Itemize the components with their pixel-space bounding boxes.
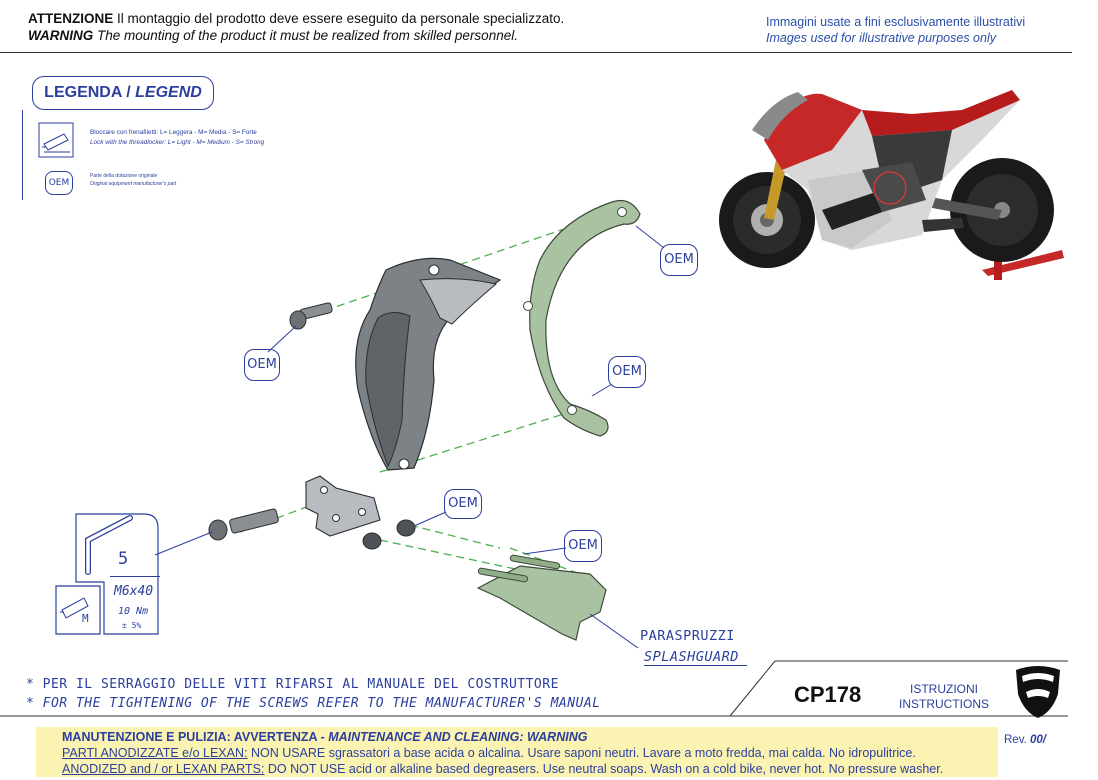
instructions-label: ISTRUZIONI INSTRUCTIONS [896, 682, 992, 712]
threadlock-text: Bloccare con frenafiletti: L= Leggera - … [90, 128, 264, 148]
rev-label: Rev. [1004, 734, 1030, 746]
oem-en: Original equipment manufacturer's part [90, 181, 177, 187]
product-code: CP178 [794, 682, 862, 707]
oem-callout-bracket: OEM [660, 244, 698, 276]
revision: Rev. 00/ [1004, 734, 1046, 746]
motorcycle-image [719, 90, 1064, 280]
nut-1 [362, 532, 382, 550]
part-name-en: SPLASHGUARD [644, 649, 747, 666]
threadlock-grade: M [82, 612, 89, 625]
header-warning: ATTENZIONE Il montaggio del prodotto dev… [28, 10, 564, 44]
wrench-size: 5 [118, 549, 129, 569]
threadlock-it: Bloccare con frenafiletti: L= Leggera - … [90, 129, 257, 136]
spec-divider [110, 576, 160, 577]
cnc-racing-logo [1016, 666, 1060, 718]
screw-spec: M6x40 [114, 584, 154, 599]
maint-title-it: MANUTENZIONE E PULIZIA: AVVERTENZA - [62, 730, 329, 744]
oem-screw [289, 302, 333, 330]
maint-en-text: DO NOT USE acid or alkaline based degrea… [264, 762, 944, 776]
oem-legend-text: Parte della dotazione originale Original… [90, 172, 176, 188]
mount-bracket [305, 475, 381, 537]
warning-en-bold: WARNING [28, 28, 94, 43]
oem-it: Parte della dotazione originale [90, 173, 158, 179]
oem-callout-pin: OEM [564, 530, 602, 562]
warning-it-text: Il montaggio del prodotto deve essere es… [113, 11, 565, 26]
instr-it: ISTRUZIONI [910, 682, 978, 696]
oem-symbol: OEM [45, 171, 73, 195]
illus-it: Immagini usate a fini esclusivamente ill… [766, 15, 1026, 29]
note-torque-en: * FOR THE TIGHTENING OF THE SCREWS REFER… [26, 696, 601, 711]
instr-en: INSTRUCTIONS [899, 697, 989, 711]
part-name-it: PARASPRUZZI [640, 628, 735, 644]
nut-oem [396, 519, 416, 537]
splashguard-part [476, 565, 607, 641]
maintenance-box: MANUTENZIONE E PULIZIA: AVVERTENZA - MAI… [36, 727, 998, 777]
oem-callout-bracket-lower: OEM [608, 356, 646, 388]
note-torque-it: * PER IL SERRAGGIO DELLE VITI RIFARSI AL… [26, 677, 559, 692]
legend-title-en: LEGEND [135, 84, 202, 101]
oem-bracket [529, 199, 641, 437]
illus-en: Images used for illustrative purposes on… [766, 31, 996, 45]
leader-lines [154, 225, 665, 649]
oem-callout-nut: OEM [444, 489, 482, 519]
oem-callout-screw: OEM [244, 349, 280, 381]
torque-tolerance: ± 5% [122, 621, 142, 630]
maint-it-text: NON USARE sgrassatori a base acida o alc… [247, 746, 916, 760]
threadlock-en: Lock with the threadlocker: L= Light - M… [90, 139, 265, 146]
warning-en-text: The mounting of the product it must be r… [93, 28, 518, 43]
maint-en-label: ANODIZED and / or LEXAN PARTS: [62, 762, 265, 776]
threadlocker-icon [38, 122, 74, 158]
maint-it-label: PARTI ANODIZZATE e/o LEXAN: [62, 746, 248, 760]
legend-title-it: LEGENDA / [44, 84, 136, 101]
warning-it-bold: ATTENZIONE [28, 11, 114, 26]
exploded-diagram [154, 199, 665, 649]
maint-title-en: MAINTENANCE AND CLEANING: WARNING [328, 730, 588, 744]
rev-value: 00/ [1030, 734, 1046, 746]
allen-key-spec-box [55, 513, 159, 635]
torque-value: 10 Nm [118, 606, 149, 617]
illustrative-note: Immagini usate a fini esclusivamente ill… [766, 14, 1025, 46]
header-divider [0, 52, 1072, 53]
bolt-m6x40 [208, 508, 279, 541]
legend-title-box: LEGENDA / LEGEND [32, 76, 214, 110]
legend-bracket [22, 110, 23, 200]
title-block-frame [0, 660, 1068, 717]
